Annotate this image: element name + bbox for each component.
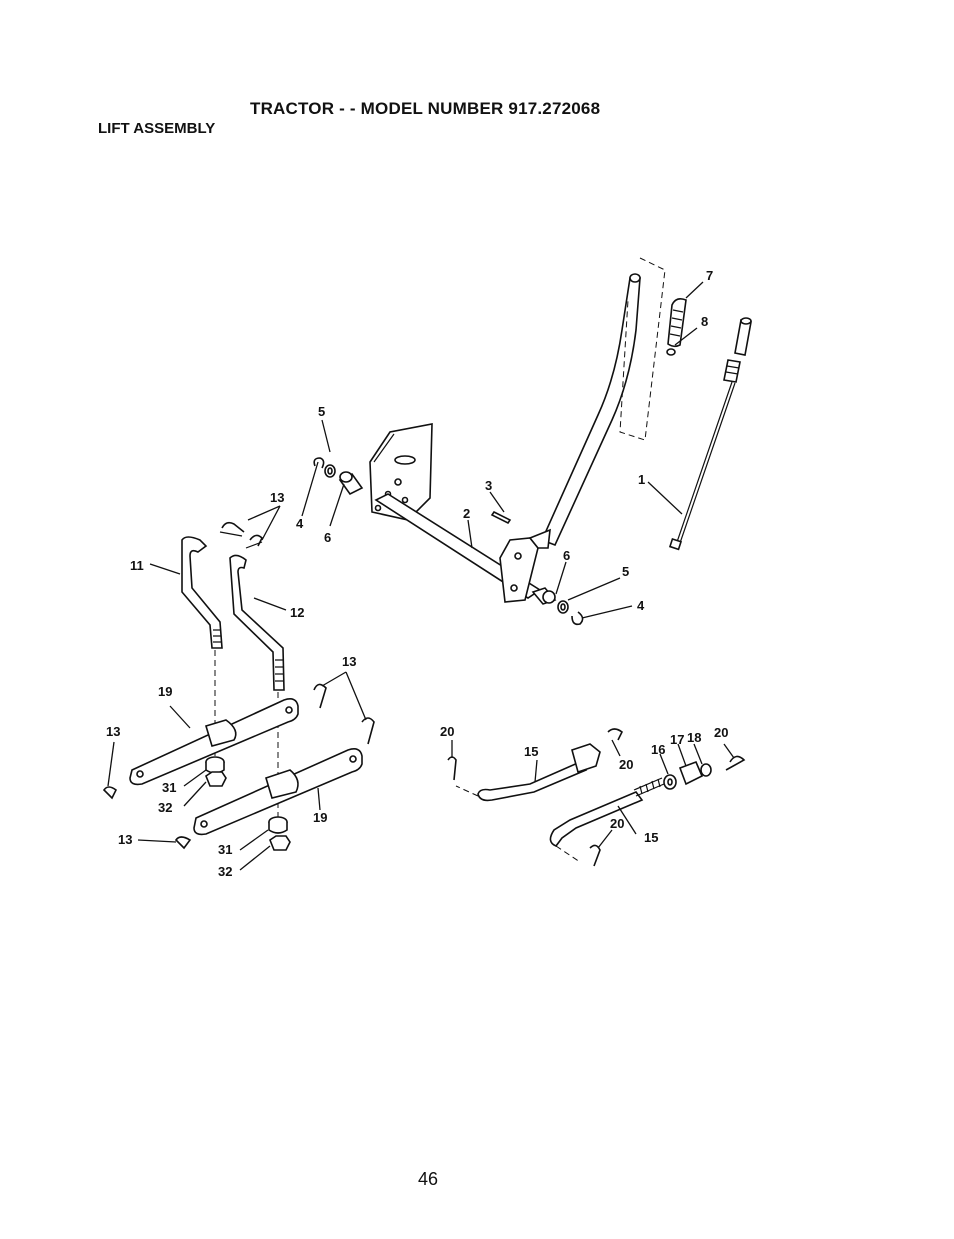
washer-18 xyxy=(700,763,712,777)
callout-12: 12 xyxy=(290,605,304,620)
cotter-pin xyxy=(313,683,327,709)
centerline xyxy=(455,785,479,797)
nut xyxy=(269,835,291,851)
nut xyxy=(205,771,227,787)
left-bushing xyxy=(338,471,364,496)
callout-31: 31 xyxy=(162,780,176,795)
grip-cap xyxy=(666,348,676,356)
callout-2: 2 xyxy=(463,506,470,521)
callout-3: 3 xyxy=(485,478,492,493)
lift-link-right xyxy=(229,554,285,691)
right-washer xyxy=(557,600,569,614)
callout-32: 32 xyxy=(218,864,232,879)
right-bushing xyxy=(531,587,557,605)
clip-20 xyxy=(607,728,624,741)
callout-17: 17 xyxy=(670,732,684,747)
clip-20 xyxy=(447,756,457,781)
callout-16: 16 xyxy=(651,742,665,757)
ferrule-17 xyxy=(678,760,704,786)
lift-link-left xyxy=(181,536,223,649)
lift-lever xyxy=(540,273,641,547)
callout-13: 13 xyxy=(342,654,356,669)
callout-18: 18 xyxy=(687,730,701,745)
callout-7: 7 xyxy=(706,268,713,283)
callout-4: 4 xyxy=(296,516,304,531)
callout-15: 15 xyxy=(644,830,658,845)
callout-11: 11 xyxy=(130,558,144,573)
leader-lines xyxy=(107,281,735,871)
callout-32: 32 xyxy=(158,800,172,815)
callout-31: 31 xyxy=(218,842,232,857)
callout-19: 19 xyxy=(313,810,327,825)
callout-6: 6 xyxy=(324,530,331,545)
callout-labels: 7 8 5 13 4 6 3 2 1 11 12 6 5 4 13 19 13 … xyxy=(106,268,728,879)
callout-15: 15 xyxy=(524,744,538,759)
nut-16 xyxy=(663,774,677,790)
callout-20: 20 xyxy=(610,816,624,831)
lift-arm-upper xyxy=(129,698,299,786)
spacer xyxy=(268,816,288,834)
page-number: 46 xyxy=(418,1169,439,1189)
callout-4: 4 xyxy=(637,598,645,613)
callout-20: 20 xyxy=(440,724,454,739)
cotter-pin xyxy=(245,534,263,549)
adjust-rod-upper xyxy=(477,743,601,802)
callout-13: 13 xyxy=(118,832,132,847)
clip-20 xyxy=(725,755,746,771)
right-clip xyxy=(571,611,584,626)
cotter-pin xyxy=(361,717,375,745)
callout-19: 19 xyxy=(158,684,172,699)
page-title: TRACTOR - - MODEL NUMBER 917.272068 xyxy=(250,99,601,118)
callout-6: 6 xyxy=(563,548,570,563)
callout-20: 20 xyxy=(714,725,728,740)
cotter-pin xyxy=(102,786,118,800)
callout-13: 13 xyxy=(106,724,120,739)
left-washer xyxy=(324,464,336,478)
lift-arm-lower xyxy=(193,748,363,836)
left-clip xyxy=(313,457,325,469)
callout-5: 5 xyxy=(318,404,325,419)
cotter-pin xyxy=(174,836,192,850)
lever-bracket xyxy=(499,528,551,603)
cotter-pin xyxy=(219,521,245,537)
callout-8: 8 xyxy=(701,314,708,329)
spacer xyxy=(205,756,225,774)
handle-grip xyxy=(667,298,687,348)
centerline xyxy=(555,845,581,863)
pin xyxy=(490,510,512,525)
clip-20 xyxy=(589,844,601,867)
callout-1: 1 xyxy=(638,472,645,487)
lift-rod xyxy=(668,317,752,551)
callout-20: 20 xyxy=(619,757,633,772)
section-title: LIFT ASSEMBLY xyxy=(98,120,216,137)
callout-13: 13 xyxy=(270,490,284,505)
callout-5: 5 xyxy=(622,564,629,579)
